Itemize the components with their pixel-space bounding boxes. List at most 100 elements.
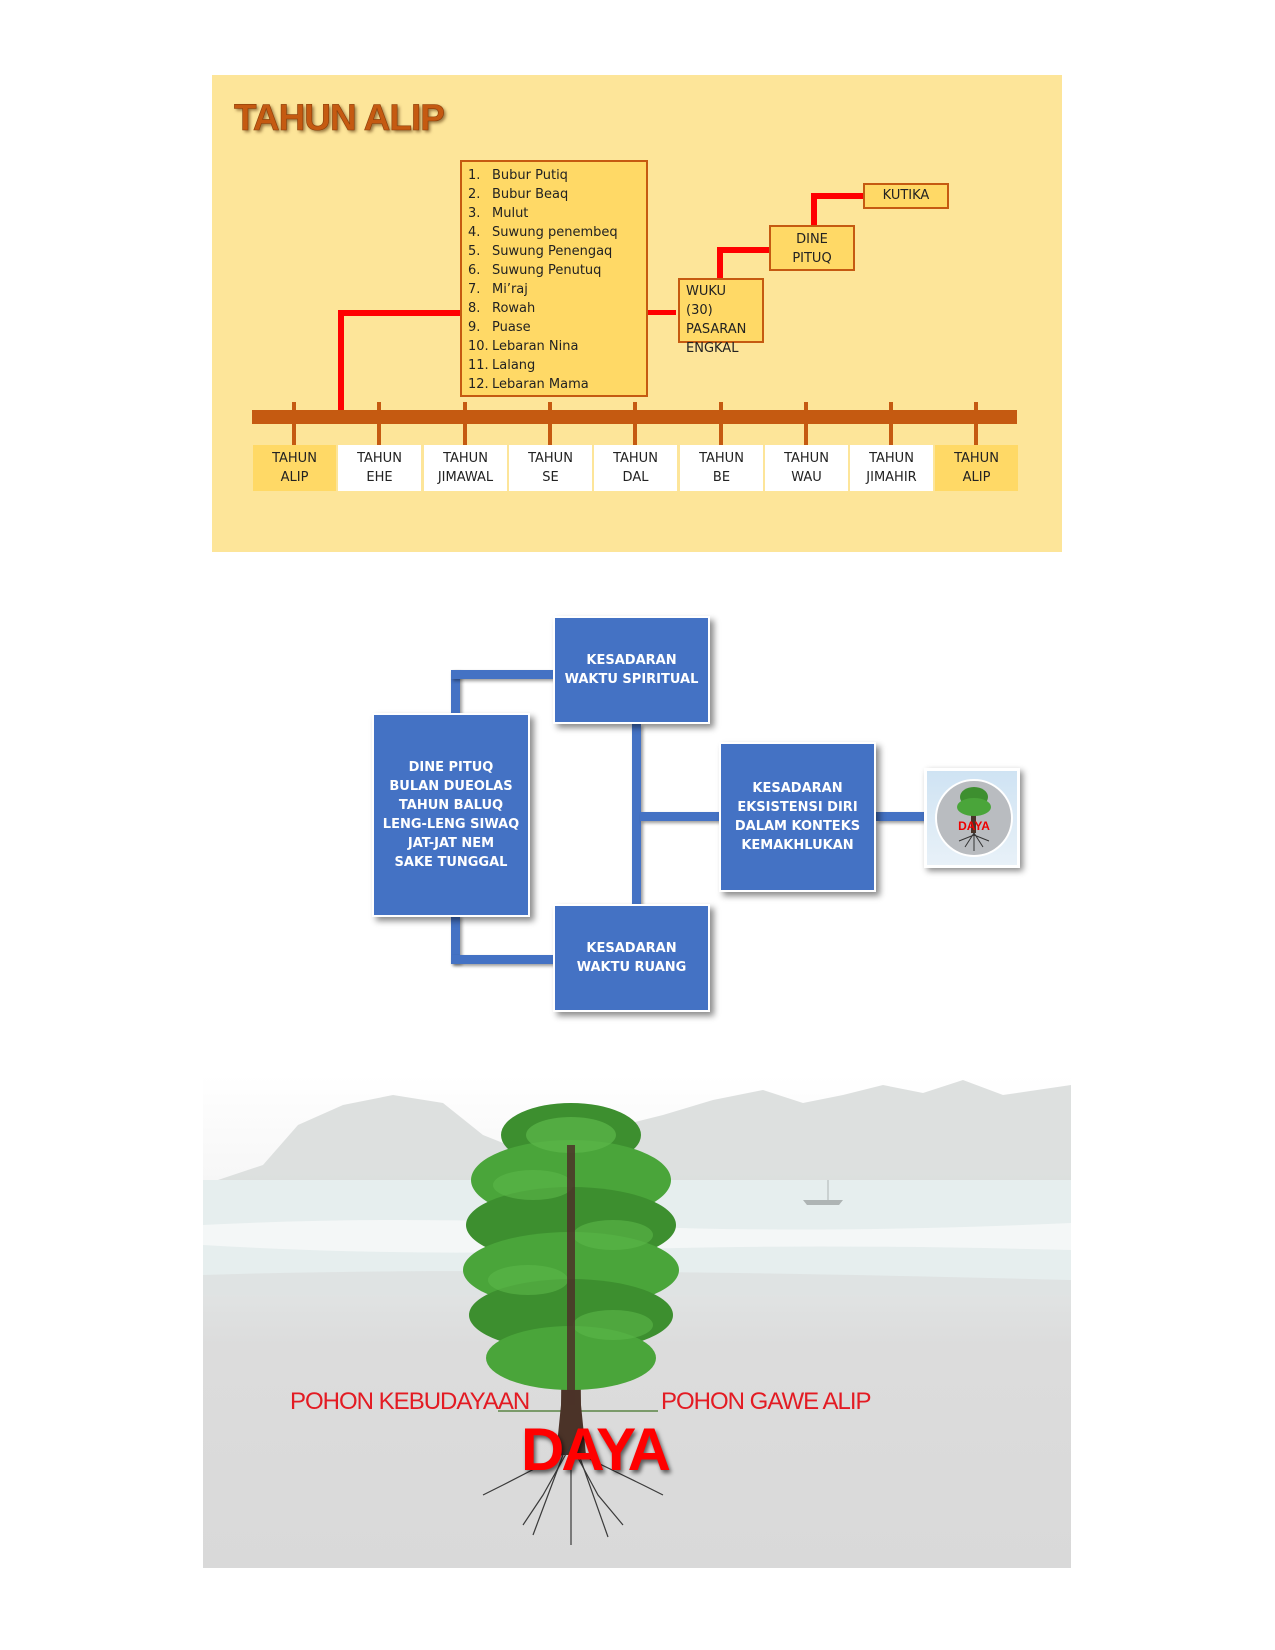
month-name: Lalang — [492, 358, 536, 373]
year-box: TAHUN JIMAWAL — [424, 445, 507, 491]
year-label-line1: TAHUN — [954, 451, 999, 466]
year-label-line1: TAHUN — [272, 451, 317, 466]
daya-title: DAYA — [521, 1416, 671, 1483]
connector-wuku-to-dine-vertical — [717, 247, 723, 279]
month-number: 10. — [468, 339, 489, 354]
year-name: WAU — [791, 470, 822, 485]
month-item: 7.Mi’raj — [468, 280, 640, 299]
daya-circle: DAYA — [935, 779, 1013, 857]
connector-dine-to-kutika-vertical — [811, 193, 817, 226]
year-name: JIMAHIR — [866, 470, 917, 485]
connector-to-eksistensi — [640, 812, 722, 821]
diagram-title: TAHUN ALIP — [234, 97, 446, 139]
cycle-line: DINE PITUQ — [408, 760, 494, 775]
month-item: 2. Bubur Beaq — [468, 185, 640, 204]
kesadaran-waktu-ruang-box: KESADARAN WAKTU RUANG — [553, 904, 710, 1012]
month-number: 4. — [468, 225, 481, 240]
kesadaran-waktu-spiritual-box: KESADARAN WAKTU SPIRITUAL — [553, 616, 710, 724]
year-label-line1: TAHUN — [443, 451, 488, 466]
month-name: Bubur Putiq — [492, 168, 568, 183]
year-box: TAHUN WAU — [765, 445, 848, 491]
cycle-line: JAT-JAT NEM — [407, 836, 495, 851]
year-name: JIMAWAL — [437, 470, 494, 485]
timeline-tick — [463, 402, 467, 448]
month-number: 7. — [468, 282, 481, 297]
month-item: 8. Rowah — [468, 299, 640, 318]
year-name: BE — [712, 470, 731, 485]
pohon-gawe-alip-label: POHON GAWE ALIP — [661, 1388, 871, 1415]
spiritual-line1: KESADARAN — [586, 653, 677, 668]
kutika-box: KUTIKA — [863, 183, 949, 209]
month-item: 6.Suwung Penutuq — [468, 261, 640, 280]
daya-thumbnail: DAYA — [924, 768, 1020, 868]
month-name: Bubur Beaq — [492, 187, 569, 202]
connector-cycle-to-ruang-horizontal — [451, 955, 556, 964]
tahun-alip-diagram: TAHUN ALIP 1. Bubur Putiq 2. Bubur Beaq 3.Mu… — [212, 75, 1062, 552]
wuku-label: WUKU (30) — [686, 284, 727, 318]
pasaran-label: PASARAN — [686, 322, 747, 337]
month-item: 4.Suwung penembeq — [468, 223, 640, 242]
kesadaran-eksistensi-box: KESADARAN EKSISTENSI DIRI DALAM KONTEKS KEM… — [719, 742, 876, 892]
eksistensi-line: EKSISTENSI DIRI — [737, 800, 858, 815]
timeline-tick — [804, 402, 808, 448]
month-item: 10.Lebaran Nina — [468, 337, 640, 356]
year-label-line1: TAHUN — [528, 451, 573, 466]
month-item: 11.Lalang — [468, 356, 640, 375]
year-label-line1: TAHUN — [357, 451, 402, 466]
timeline-tick — [292, 402, 296, 448]
month-item: 5.Suwung Penengaq — [468, 242, 640, 261]
eksistensi-line: DALAM KONTEKS — [734, 819, 861, 834]
pituq-label: PITUQ — [792, 251, 832, 266]
boat — [803, 1200, 843, 1205]
connector-spiritual-to-ruang — [632, 724, 641, 906]
timeline-tick — [889, 402, 893, 448]
month-number: 2. — [468, 187, 481, 202]
connector-cycle-to-spiritual-vertical — [451, 670, 460, 718]
connector-wuku-to-dine-horizontal — [717, 247, 769, 253]
month-item: 3.Mulut — [468, 204, 640, 223]
year-name: DAL — [622, 470, 649, 485]
eksistensi-line: KESADARAN — [752, 781, 843, 796]
timeline-tick — [548, 402, 552, 448]
connector-months-to-wuku — [646, 310, 676, 315]
eksistensi-line: KEMAKHLUKAN — [741, 838, 854, 853]
month-number: 9. — [468, 320, 481, 335]
small-tree-icon — [957, 787, 991, 851]
kutika-label: KUTIKA — [882, 188, 930, 203]
timeline-tick — [974, 402, 978, 448]
dine-label: DINE — [796, 232, 828, 247]
month-number: 11. — [468, 358, 489, 373]
year-box: TAHUN BE — [680, 445, 763, 491]
month-number: 5. — [468, 244, 481, 259]
month-number: 6. — [468, 263, 481, 278]
month-name: Mulut — [492, 206, 529, 221]
connector-dine-to-kutika-horizontal — [811, 193, 863, 199]
year-label-line1: TAHUN — [699, 451, 744, 466]
cycle-line: LENG-LENG SIWAQ — [382, 817, 520, 832]
year-box: TAHUN ALIP — [253, 445, 336, 491]
ruang-line1: KESADARAN — [586, 941, 677, 956]
year-name: SE — [542, 470, 559, 485]
month-name: Rowah — [492, 301, 536, 316]
month-item: 12.Lebaran Mama — [468, 375, 640, 394]
month-name: Lebaran Mama — [492, 377, 589, 392]
wuku-box: WUKU (30) PASARAN ENGKAL — [678, 278, 764, 356]
engkal-label: ENGKAL — [686, 341, 739, 356]
timeline-tick — [633, 402, 637, 448]
connector-alip-to-months-vertical — [338, 310, 344, 412]
month-number: 1. — [468, 168, 481, 183]
pohon-daya-illustration: POHON KEBUDAYAAN POHON GAWE ALIP DAYA — [203, 1075, 1071, 1568]
landscape-illustration — [203, 1080, 1071, 1545]
timeline-tick — [719, 402, 723, 448]
year-name: ALIP — [280, 470, 309, 485]
year-box: TAHUN SE — [509, 445, 592, 491]
timeline-tick — [377, 402, 381, 448]
cycle-line: BULAN DUEOLAS — [389, 779, 513, 794]
year-label-line1: TAHUN — [784, 451, 829, 466]
month-number: 8. — [468, 301, 481, 316]
